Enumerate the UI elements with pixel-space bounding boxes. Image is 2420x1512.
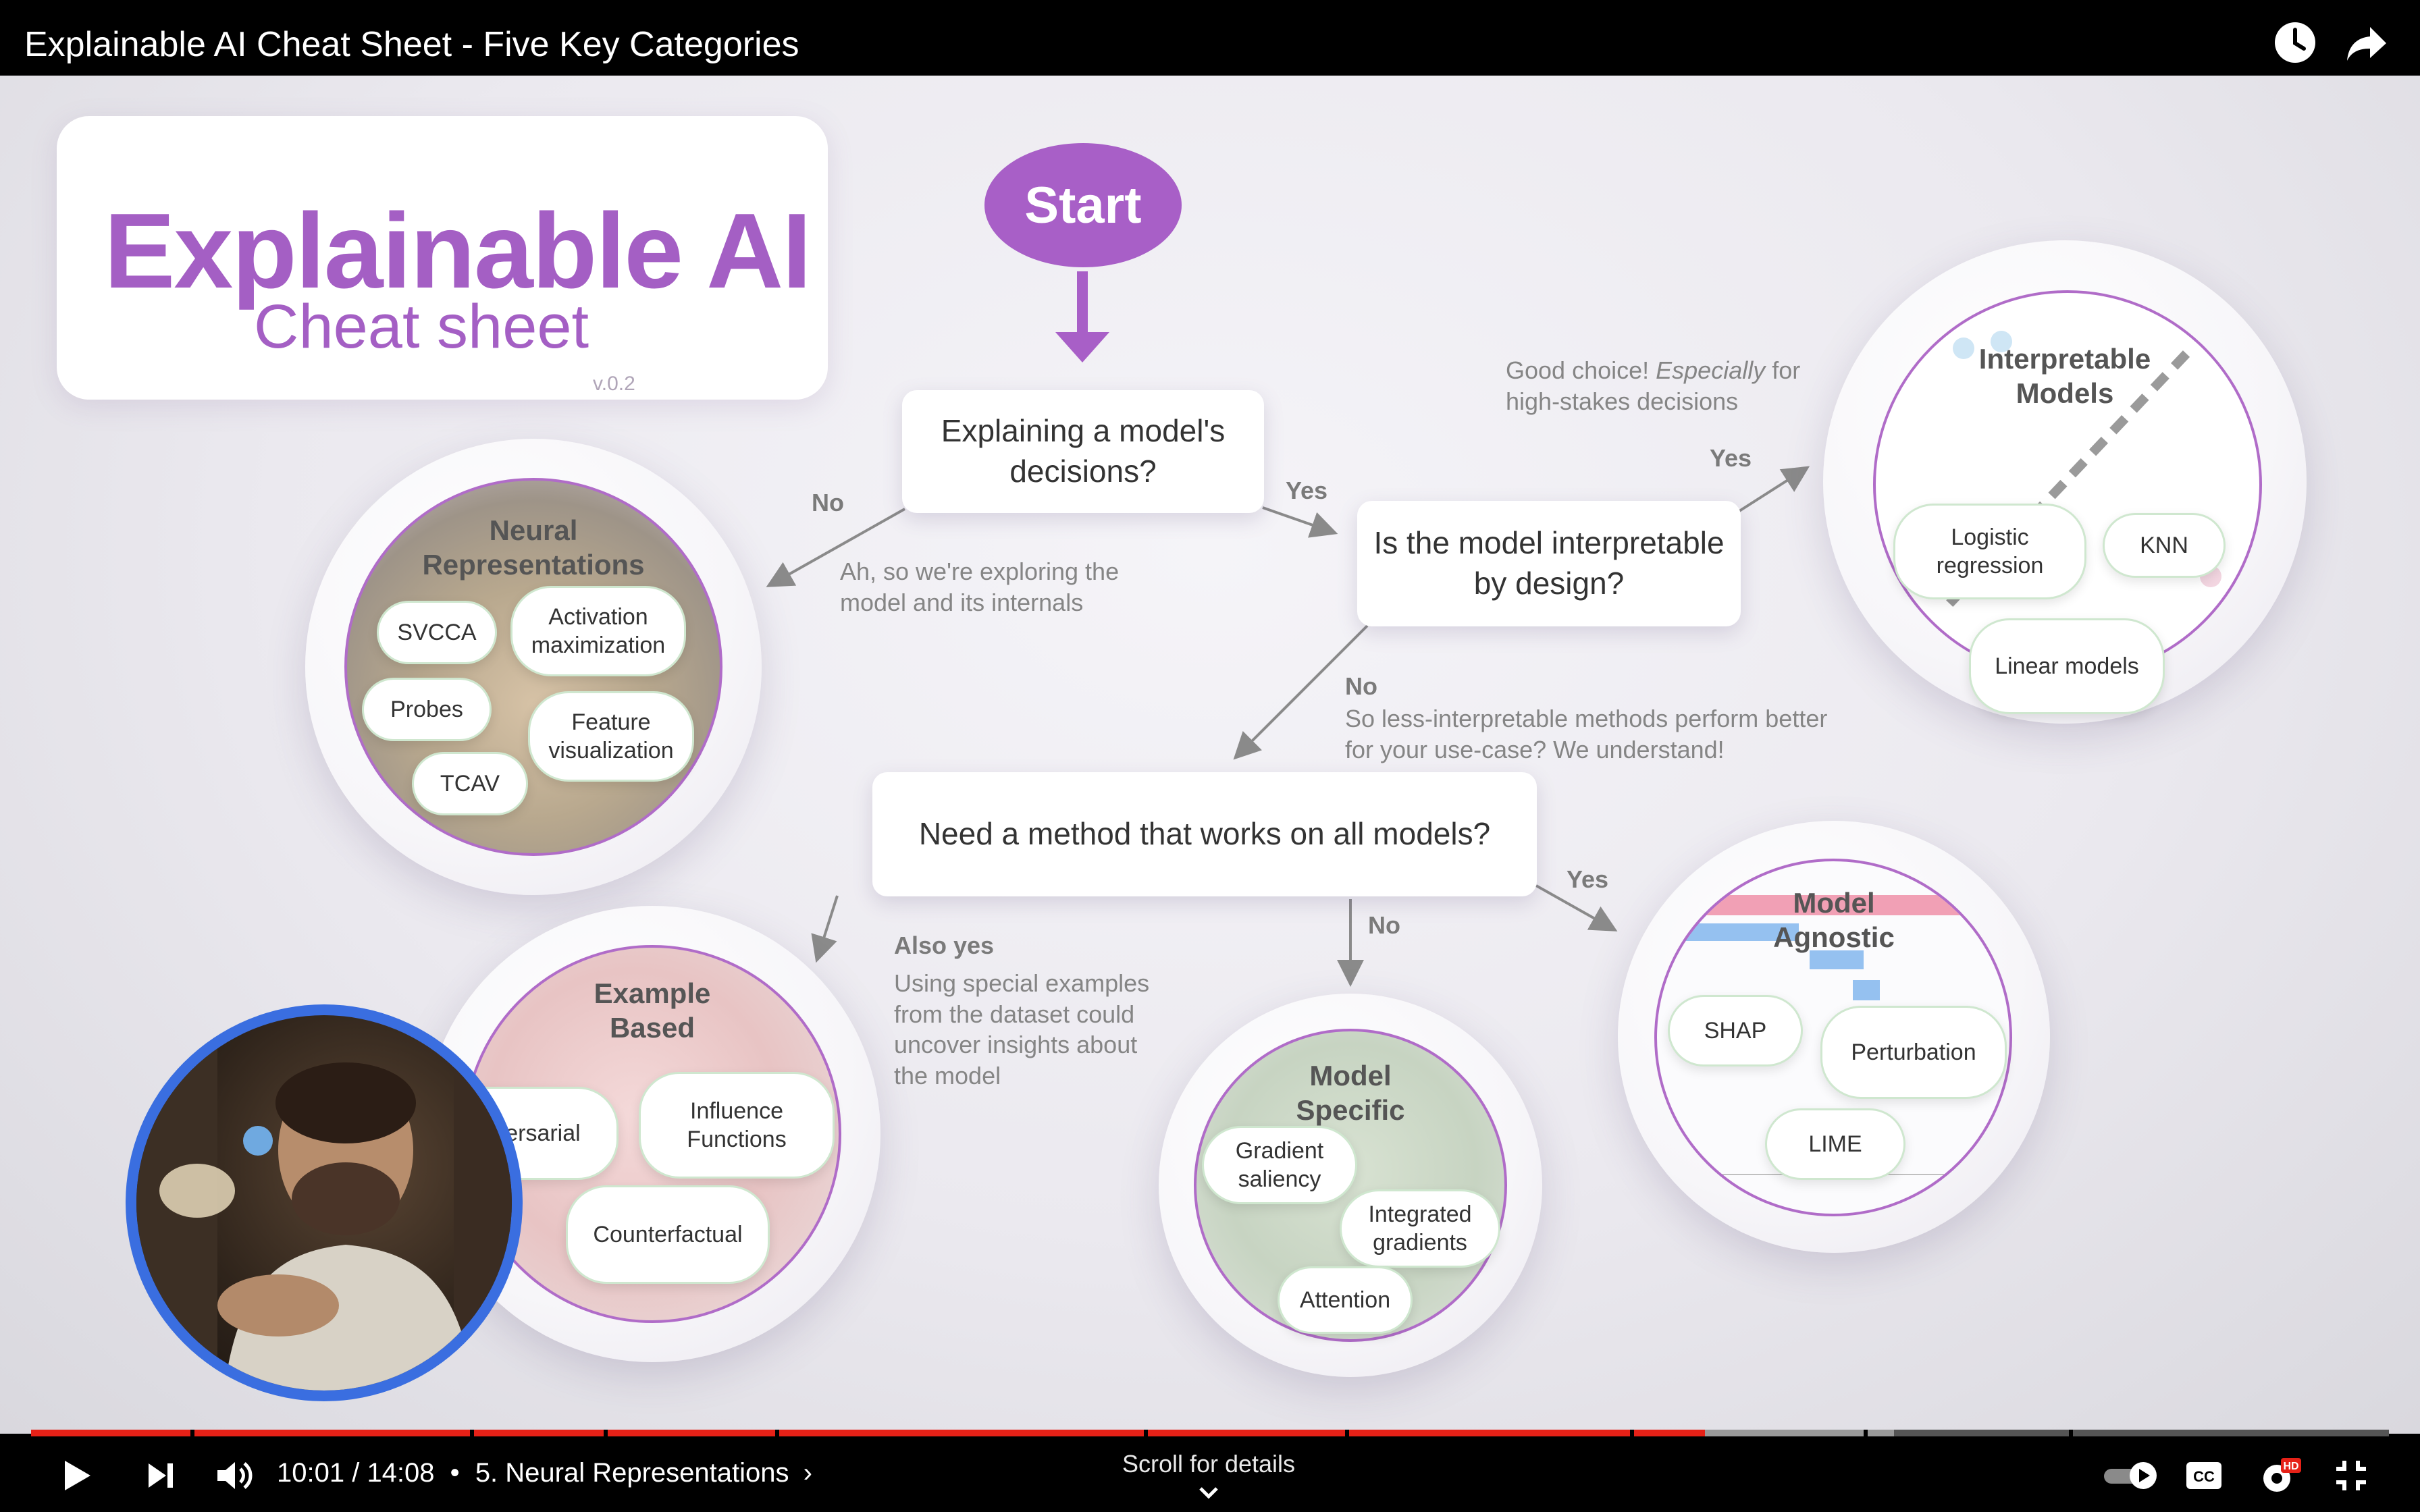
share-icon[interactable]: [2343, 19, 2390, 66]
separator-dot: •: [450, 1458, 460, 1488]
time-display: 10:01 / 14:08: [277, 1458, 435, 1488]
pill-counterfactual: Counterfactual: [566, 1185, 770, 1284]
pill-perturbation: Perturbation: [1820, 1006, 2007, 1099]
start-node: Start: [984, 143, 1182, 267]
pill-feature-visualization: Feature visualization: [528, 691, 694, 782]
autoplay-toggle-icon[interactable]: [2101, 1458, 2162, 1496]
time-and-chapter: 10:01 / 14:08 • 5. Neural Representation…: [277, 1458, 812, 1488]
chapter-marker: [1630, 1430, 1634, 1436]
chapter-marker: [470, 1430, 474, 1436]
pill-integrated-gradients: Integrated gradients: [1340, 1189, 1500, 1268]
note-good-choice-end: for high-stakes decisions: [1506, 356, 1801, 415]
note-internals: Ah, so we're exploring the model and its…: [840, 558, 1120, 616]
clock-icon[interactable]: [2271, 19, 2319, 66]
neural-title: Neural Representations: [422, 514, 645, 581]
pill-influence-functions: Influence Functions: [639, 1072, 835, 1179]
note-examples: Using special examples from the dataset …: [894, 969, 1150, 1090]
pill-lime: LIME: [1765, 1108, 1905, 1180]
chapter-marker: [2069, 1430, 2073, 1436]
pill-activation-maximization: Activation maximization: [510, 586, 686, 676]
next-icon[interactable]: [144, 1459, 177, 1495]
progress-played: [31, 1430, 1705, 1436]
presenter-image: [136, 1015, 512, 1390]
logo-card: Explainable AI Cheat sheet v.0.2: [57, 116, 828, 400]
pill-tcav: TCAV: [412, 752, 528, 815]
pill-logistic-regression: Logistic regression: [1893, 504, 2086, 599]
circle-model-specific: Model Specific Gradient saliency Integra…: [1159, 994, 1542, 1377]
note-good-choice-start: Good choice!: [1506, 356, 1656, 384]
volume-icon[interactable]: [215, 1458, 253, 1496]
logo-subtitle: Cheat sheet: [254, 292, 589, 361]
chapter-title[interactable]: 5. Neural Representations: [475, 1458, 789, 1488]
exit-fullscreen-icon[interactable]: [2334, 1458, 2369, 1496]
interpretable-circle-inner: [1873, 290, 2262, 679]
presenter-video-overlay[interactable]: [126, 1004, 523, 1401]
label-also-yes: Also yes: [894, 932, 995, 959]
decision-boundary-icon: [1939, 331, 2221, 614]
video-top-bar: Explainable AI Cheat Sheet - Five Key Ca…: [0, 0, 2420, 76]
pill-gradient-saliency: Gradient saliency: [1202, 1126, 1357, 1204]
chevron-down-icon: [1199, 1487, 1218, 1499]
player-controls: [0, 1434, 2420, 1512]
label-no: No: [1345, 672, 1377, 700]
logo-version: v.0.2: [593, 373, 635, 395]
flowchart-arrows: [766, 271, 1810, 987]
question-explaining-decisions: Explaining a model's decisions?: [902, 390, 1264, 513]
cc-icon[interactable]: CC: [2185, 1461, 2223, 1494]
logo-title: Explainable AI: [104, 192, 812, 310]
chevron-right-icon[interactable]: ›: [803, 1458, 812, 1488]
shap-bars-graphic: [1684, 895, 1995, 1175]
interpretable-title: Interpretable Models: [1978, 343, 2151, 410]
question-all-models: Need a method that works on all models?: [872, 772, 1537, 896]
note-less-interpretable: So less-interpretable methods perform be…: [1345, 705, 1828, 763]
note-good-choice: Good choice! Especially for high-stakes …: [1506, 355, 1800, 416]
video-title[interactable]: Explainable AI Cheat Sheet - Five Key Ca…: [24, 25, 799, 64]
scroll-hint-label: Scroll for details: [1122, 1450, 1296, 1478]
circle-model-agnostic: Model Agnostic SHAP Perturbation LIME: [1618, 821, 2050, 1253]
circle-interpretable-models: Interpretable Models Logistic regression…: [1823, 240, 2307, 724]
pill-shap: SHAP: [1668, 995, 1803, 1066]
label-yes: Yes: [1710, 444, 1752, 472]
svg-text:HD: HD: [2283, 1461, 2298, 1472]
label-no: No: [1368, 911, 1400, 939]
chapter-marker: [1144, 1430, 1148, 1436]
label-no: No: [812, 489, 844, 516]
presenter-silhouette: [136, 1015, 512, 1390]
agnostic-title: Model Agnostic: [1773, 887, 1895, 954]
label-yes: Yes: [1286, 477, 1328, 504]
note-good-choice-emphasis: Especially: [1656, 356, 1766, 384]
pill-linear-models: Linear models: [1969, 618, 2165, 714]
play-icon[interactable]: [59, 1458, 95, 1496]
chapter-marker: [604, 1430, 608, 1436]
chapter-marker: [775, 1430, 779, 1436]
specific-title: Model Specific: [1296, 1060, 1405, 1127]
pill-attention: Attention: [1278, 1266, 1413, 1334]
chapter-marker: [190, 1430, 194, 1436]
pill-probes: Probes: [362, 678, 492, 741]
question-interpretable-by-design: Is the model interpretable by design?: [1357, 501, 1741, 626]
circle-neural-representations: Neural Representations SVCCA Activation …: [305, 439, 762, 895]
scroll-for-details[interactable]: Scroll for details: [1053, 1450, 1364, 1507]
pill-svcca: SVCCA: [377, 601, 497, 664]
example-title: Example Based: [594, 977, 711, 1044]
svg-text:CC: CC: [2193, 1468, 2215, 1485]
chapter-marker: [1864, 1430, 1868, 1436]
gear-icon[interactable]: HD: [2258, 1457, 2301, 1501]
label-yes: Yes: [1567, 865, 1609, 893]
chapter-marker: [1345, 1430, 1349, 1436]
pill-knn: KNN: [2103, 513, 2226, 578]
